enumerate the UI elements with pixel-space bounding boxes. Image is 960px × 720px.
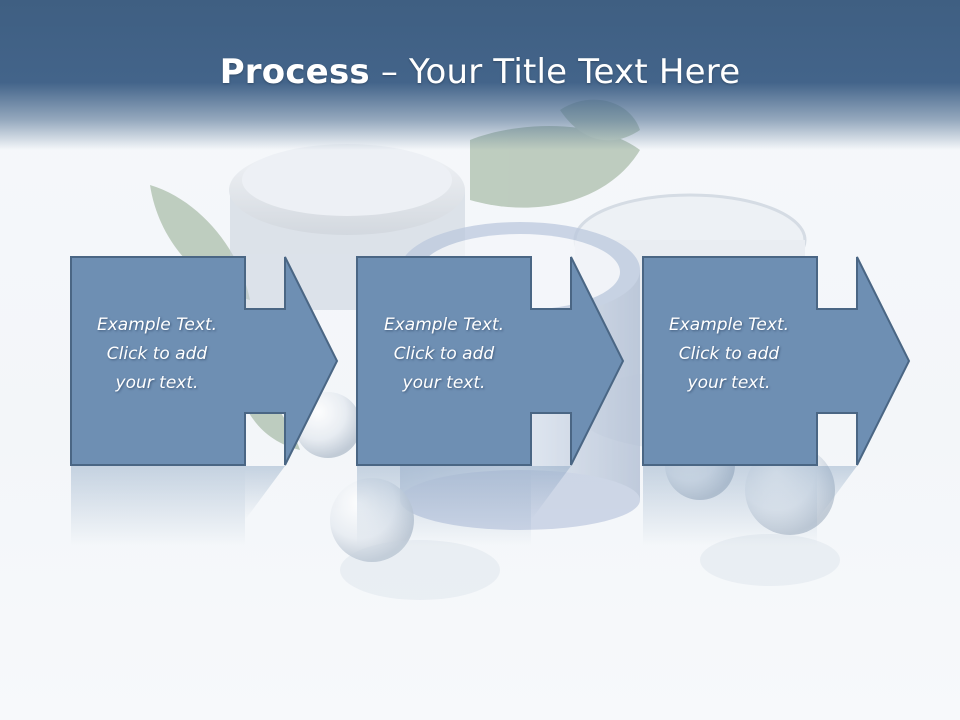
title-banner (0, 0, 960, 150)
process-step-1-text[interactable]: Example Text. Click to add your text. (71, 311, 243, 398)
step-line: Click to add (106, 344, 208, 364)
process-step-3-text[interactable]: Example Text. Click to add your text. (643, 311, 815, 398)
title-bold: Process (219, 52, 370, 92)
process-step-2-text[interactable]: Example Text. Click to add your text. (358, 311, 530, 398)
step-line: Example Text. (96, 315, 218, 335)
process-step-3-shape[interactable] (642, 256, 911, 466)
cream-jar-icon (229, 144, 465, 310)
process-step-2-shape[interactable] (356, 256, 625, 466)
step-line: your text. (687, 373, 771, 393)
step-line: Click to add (393, 344, 495, 364)
reflection (71, 466, 857, 546)
step-line: Example Text. (383, 315, 505, 335)
title-rest: – Your Title Text Here (369, 52, 741, 92)
step-line: your text. (115, 373, 199, 393)
step-line: your text. (402, 373, 486, 393)
process-step-1-shape[interactable] (70, 256, 339, 466)
slide-title[interactable]: Process – Your Title Text Here (0, 52, 960, 92)
step-line: Click to add (678, 344, 780, 364)
step-line: Example Text. (668, 315, 790, 335)
